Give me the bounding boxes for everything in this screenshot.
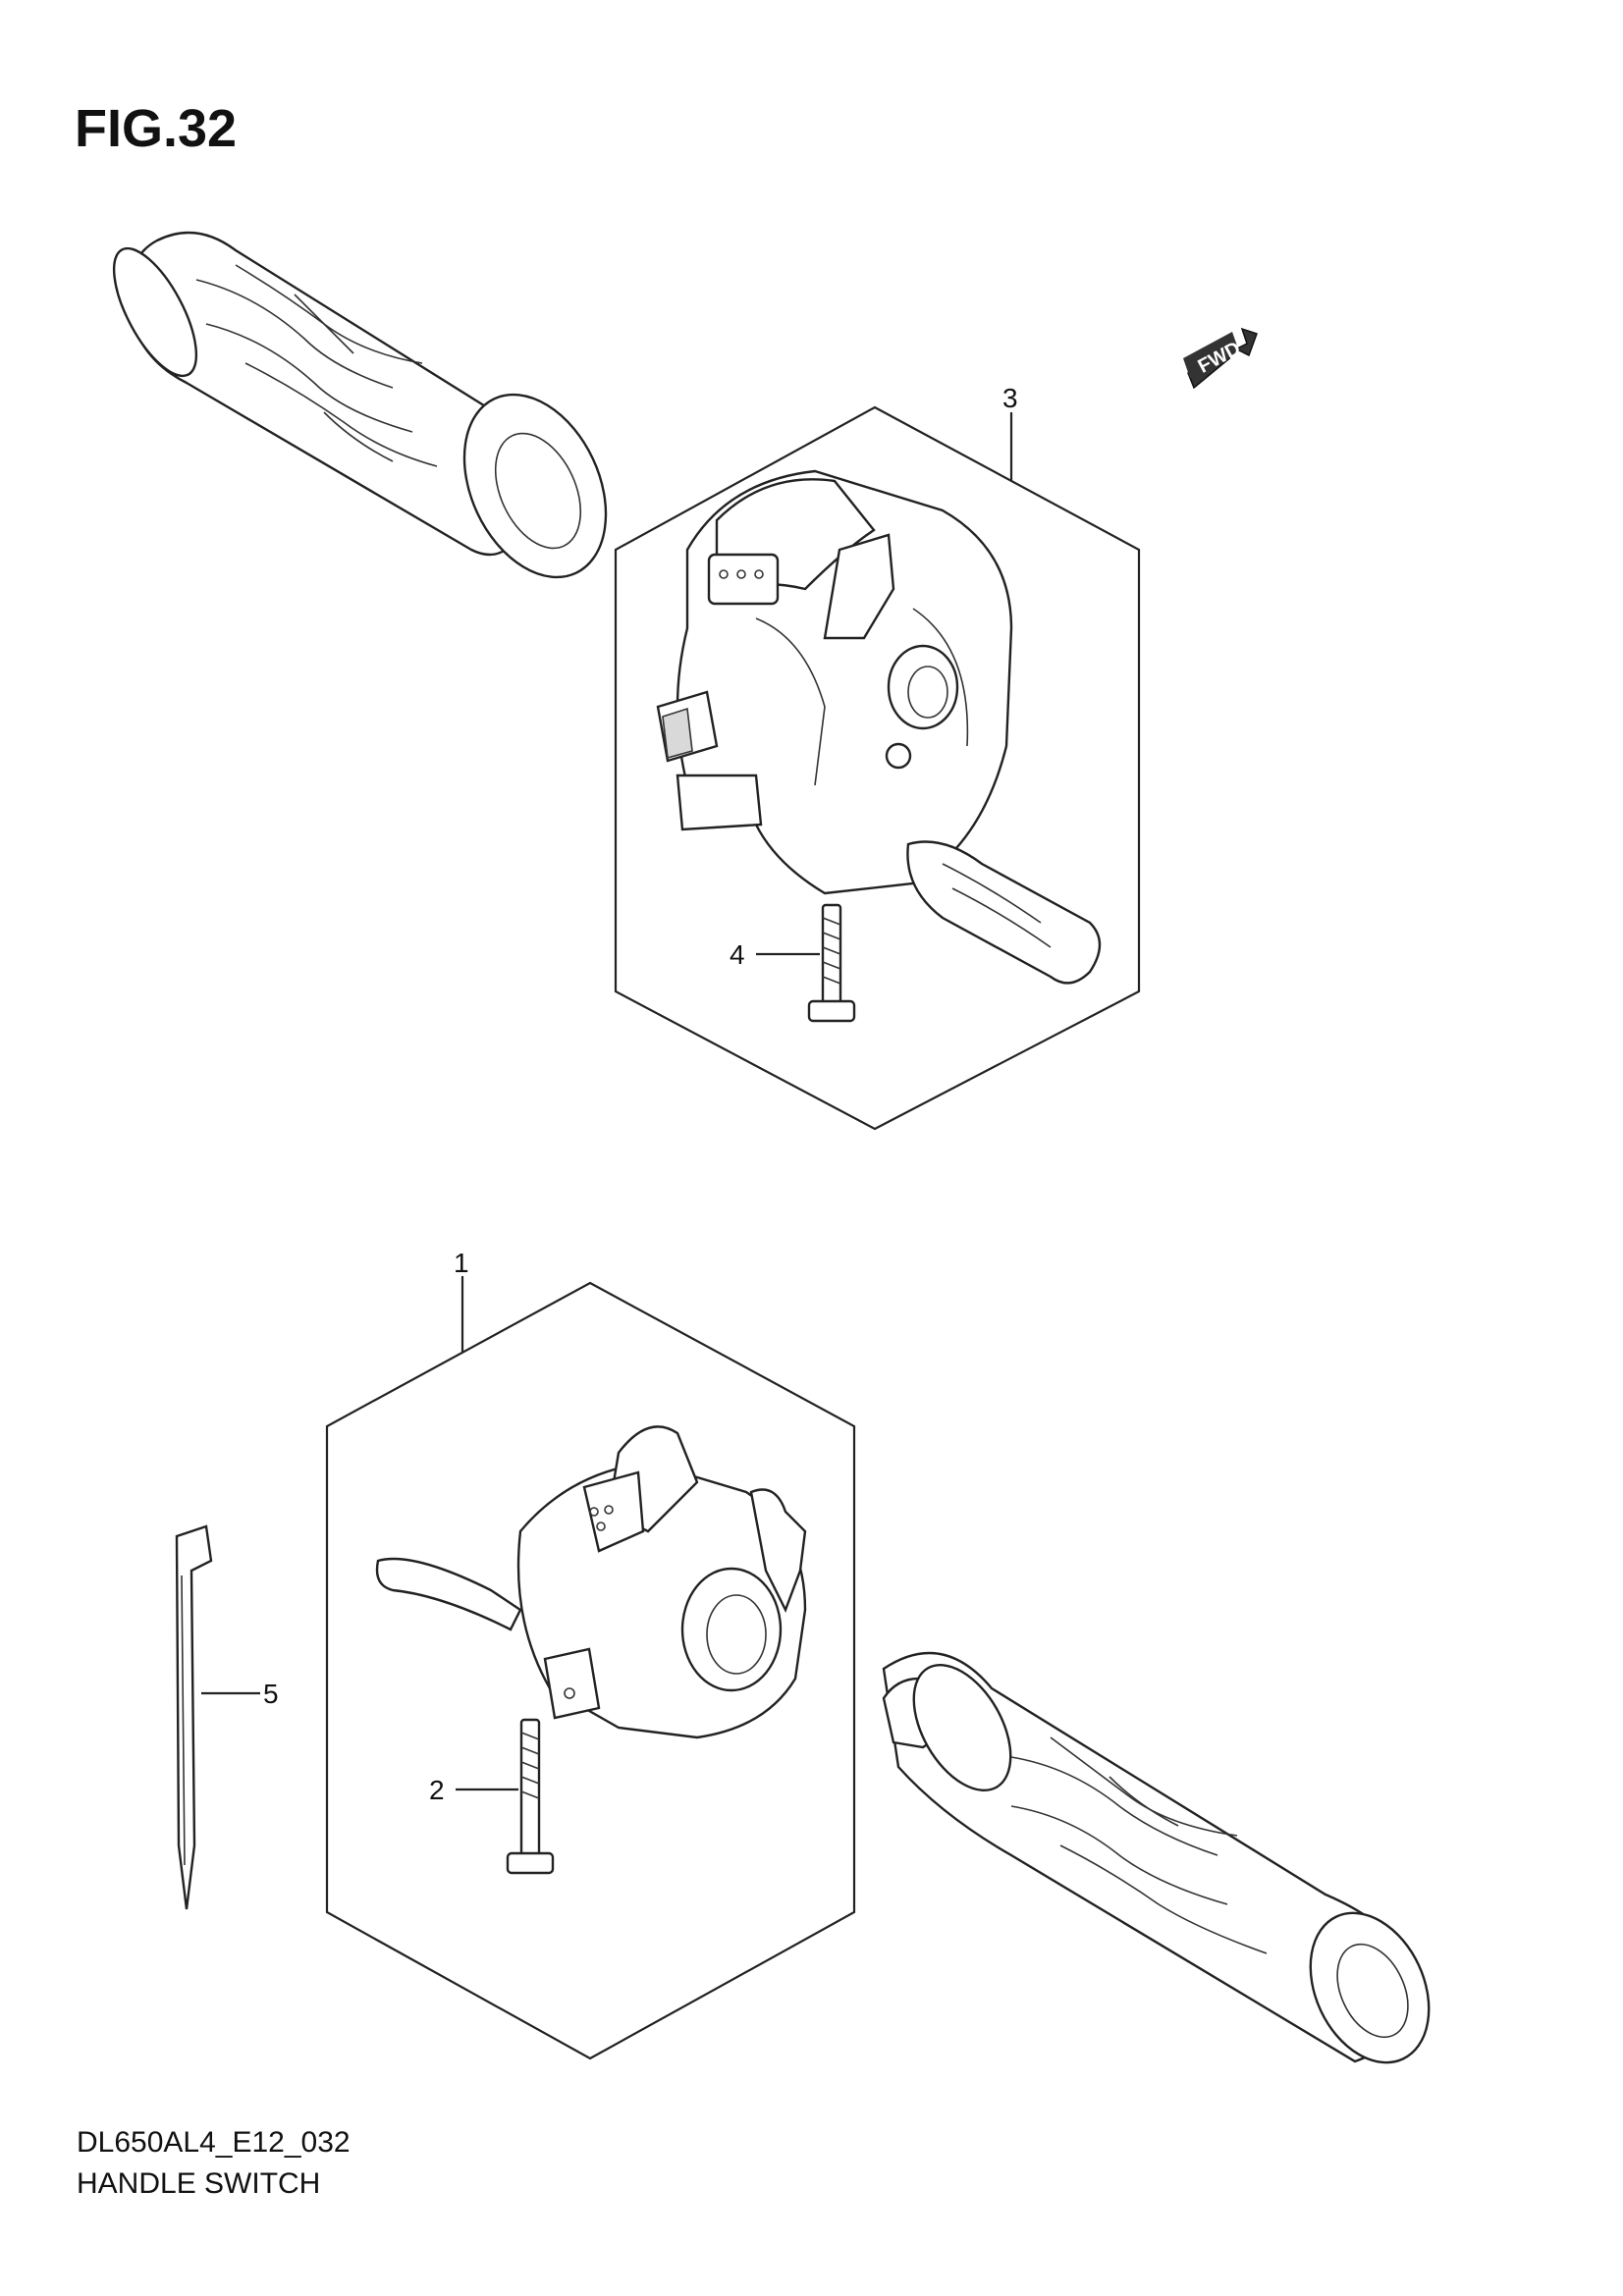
- callout-label-2: 2: [429, 1775, 445, 1805]
- assembly-frame-3: [614, 405, 1141, 1131]
- assembly-frame-1: [325, 1281, 856, 2060]
- figure-code: DL650AL4_E12_032: [77, 2126, 351, 2159]
- forward-arrow-icon: FWD: [1183, 327, 1258, 390]
- grip-lower: [882, 1651, 1431, 2064]
- callout-label-4: 4: [730, 939, 745, 970]
- callout-label-5: 5: [263, 1679, 279, 1709]
- figure-title: FIG.32: [75, 99, 238, 158]
- cable-tie-5: [175, 1524, 213, 1910]
- callout-label-1: 1: [454, 1248, 469, 1278]
- right-handle-switch: [656, 469, 1102, 985]
- figure-name: HANDLE SWITCH: [77, 2167, 321, 2200]
- callout-label-3: 3: [1002, 383, 1018, 413]
- screw-4: [807, 903, 856, 1023]
- throttle-grip-upper: [112, 231, 608, 579]
- screw-2: [506, 1718, 555, 1875]
- left-handle-switch: [375, 1425, 807, 1739]
